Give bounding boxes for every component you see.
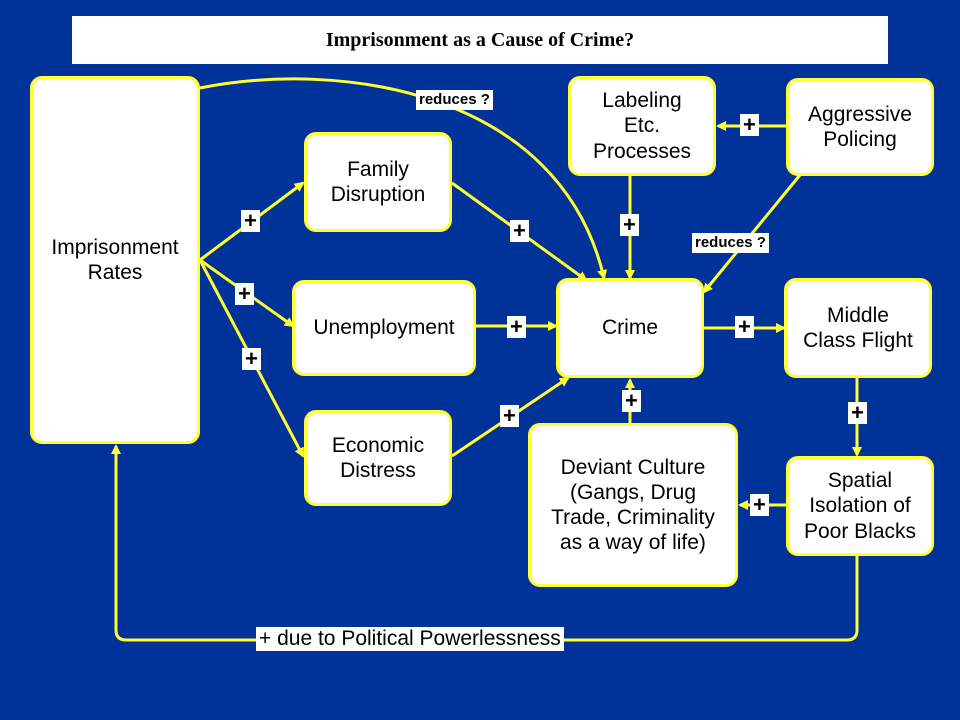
node-economic-distress: Economic Distress [304, 410, 452, 506]
reduces-label-imprisonment-crime: reduces ? [416, 90, 493, 110]
node-middle-class-flight: Middle Class Flight [784, 278, 932, 378]
plus-label-imprisonment-family: + [241, 210, 260, 232]
node-labeling: Labeling Etc. Processes [568, 76, 716, 176]
plus-label-imprisonment-economic: + [242, 348, 261, 370]
plus-label-crime-middle: + [735, 316, 754, 338]
plus-label-unemployment-crime: + [507, 316, 526, 338]
node-imprisonment-rates: Imprisonment Rates [30, 76, 200, 444]
node-crime: Crime [556, 278, 704, 378]
plus-label-imprisonment-unemployment: + [235, 283, 254, 305]
plus-label-economic-crime: + [500, 405, 519, 427]
plus-label-deviant-crime: + [622, 390, 641, 412]
node-spatial-isolation: Spatial Isolation of Poor Blacks [786, 456, 934, 556]
node-family-disruption: Family Disruption [304, 132, 452, 232]
arrow-spatial-imprisonment [111, 444, 859, 642]
node-deviant-culture: Deviant Culture (Gangs, Drug Trade, Crim… [528, 423, 738, 587]
plus-label-family-crime: + [510, 220, 529, 242]
plus-label-labeling-crime: + [620, 214, 639, 236]
reduces-label-aggressive-crime: reduces ? [692, 233, 769, 253]
plus-label-aggressive-labeling: + [740, 114, 759, 136]
node-unemployment: Unemployment [292, 280, 476, 376]
plus-label-middle-spatial: + [848, 402, 867, 424]
political-powerlessness-label: + due to Political Powerlessness [256, 627, 564, 651]
node-aggressive-policing: Aggressive Policing [786, 78, 934, 176]
diagram-title: Imprisonment as a Cause of Crime? [72, 16, 888, 64]
plus-label-spatial-deviant: + [750, 494, 769, 516]
